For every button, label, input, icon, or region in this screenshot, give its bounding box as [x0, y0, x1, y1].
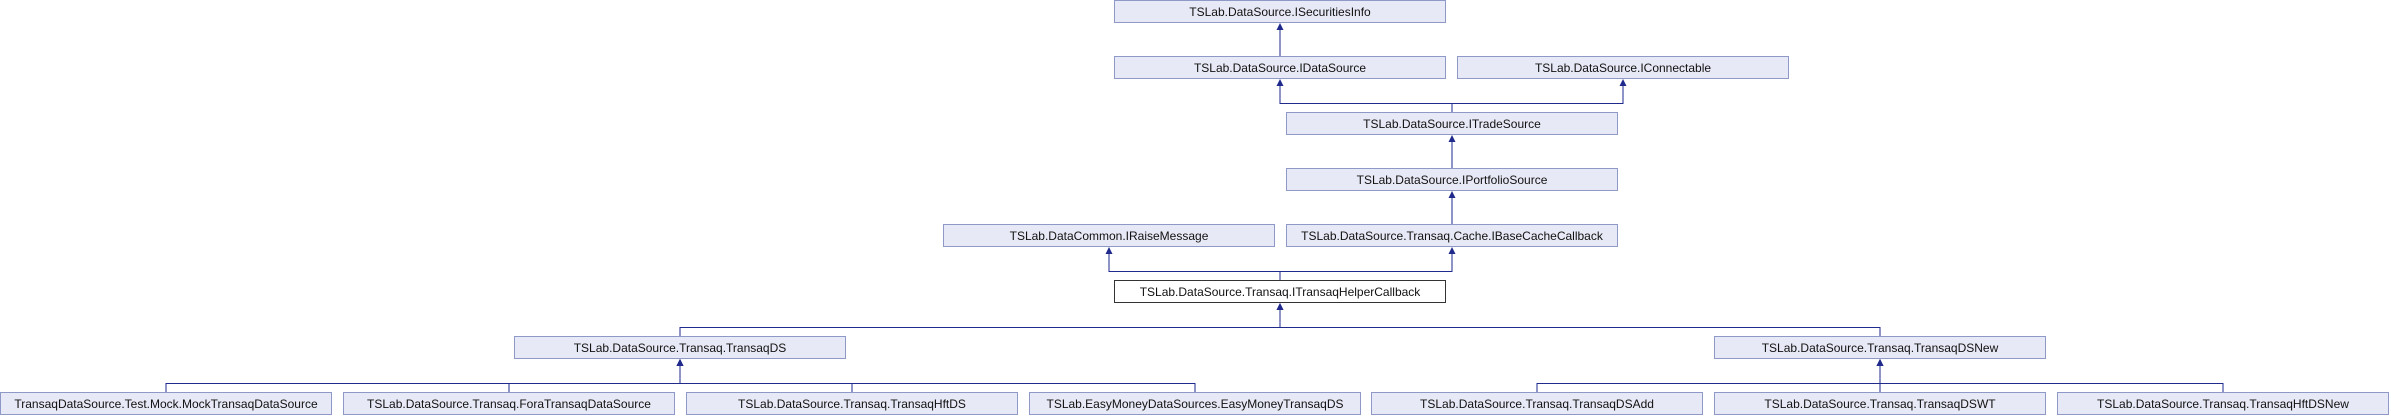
node-ibasecachecallback[interactable]: TSLab.DataSource.Transaq.Cache.IBaseCach… — [1286, 224, 1618, 247]
node-itransaqhelpercallback: TSLab.DataSource.Transaq.ITransaqHelperC… — [1114, 280, 1446, 303]
node-iraisemessage[interactable]: TSLab.DataCommon.IRaiseMessage — [943, 224, 1275, 247]
node-idatasource[interactable]: TSLab.DataSource.IDataSource — [1114, 56, 1446, 79]
edge-easymoneytransaqds-to-transaqds — [679, 364, 1196, 392]
arrowhead-easymoneytransaqds-to-transaqds — [676, 359, 684, 366]
node-transaqds[interactable]: TSLab.DataSource.Transaq.TransaqDS — [514, 336, 846, 359]
arrowhead-itradesource-to-idatasource — [1276, 79, 1284, 86]
node-itradesource[interactable]: TSLab.DataSource.ITradeSource — [1286, 112, 1618, 135]
arrowhead-ibasecachecallback-to-iportfoliosource — [1448, 191, 1456, 198]
node-transaqhftds[interactable]: TSLab.DataSource.Transaq.TransaqHftDS — [686, 392, 1018, 415]
arrowhead-iportfoliosource-to-itradesource — [1448, 135, 1456, 142]
edge-foratransaqdatasource-to-transaqds — [508, 364, 681, 392]
arrowhead-itransaqhelpercallback-to-ibasecachecallback — [1448, 247, 1456, 254]
node-foratransaqdatasource[interactable]: TSLab.DataSource.Transaq.ForaTransaqData… — [343, 392, 675, 415]
arrowhead-transaqhftdsnew-to-transaqdsnew — [1876, 359, 1884, 366]
edge-transaqhftdsnew-to-transaqdsnew — [1879, 364, 2224, 392]
edge-itransaqhelpercallback-to-iraisemessage — [1108, 252, 1281, 280]
edge-transaqdsnew-to-itransaqhelpercallback — [1279, 308, 1881, 336]
node-transaqdsnew[interactable]: TSLab.DataSource.Transaq.TransaqDSNew — [1714, 336, 2046, 359]
arrowhead-itransaqhelpercallback-to-iraisemessage — [1105, 247, 1113, 254]
arrowhead-itradesource-to-iconnectable — [1619, 79, 1627, 86]
node-mocktransaqdatasource[interactable]: TransaqDataSource.Test.Mock.MockTransaqD… — [0, 392, 332, 415]
node-easymoneytransaqds[interactable]: TSLab.EasyMoneyDataSources.EasyMoneyTran… — [1029, 392, 1361, 415]
node-isecuritiesinfo[interactable]: TSLab.DataSource.ISecuritiesInfo — [1114, 0, 1446, 23]
node-iconnectable[interactable]: TSLab.DataSource.IConnectable — [1457, 56, 1789, 79]
node-transaqdswt[interactable]: TSLab.DataSource.Transaq.TransaqDSWT — [1714, 392, 2046, 415]
edge-transaqhftds-to-transaqds — [679, 364, 853, 392]
edge-mocktransaqdatasource-to-transaqds — [165, 364, 681, 392]
edge-itradesource-to-idatasource — [1279, 84, 1453, 112]
arrowhead-transaqdsnew-to-itransaqhelpercallback — [1276, 303, 1284, 310]
edge-itransaqhelpercallback-to-ibasecachecallback — [1279, 252, 1453, 280]
edge-transaqdsadd-to-transaqdsnew — [1536, 364, 1881, 392]
node-iportfoliosource[interactable]: TSLab.DataSource.IPortfolioSource — [1286, 168, 1618, 191]
edge-transaqds-to-itransaqhelpercallback — [679, 308, 1281, 336]
node-transaqdsadd[interactable]: TSLab.DataSource.Transaq.TransaqDSAdd — [1371, 392, 1703, 415]
edge-itradesource-to-iconnectable — [1451, 84, 1624, 112]
node-transaqhftdsnew[interactable]: TSLab.DataSource.Transaq.TransaqHftDSNew — [2057, 392, 2389, 415]
arrowhead-idatasource-to-isecuritiesinfo — [1276, 23, 1284, 30]
